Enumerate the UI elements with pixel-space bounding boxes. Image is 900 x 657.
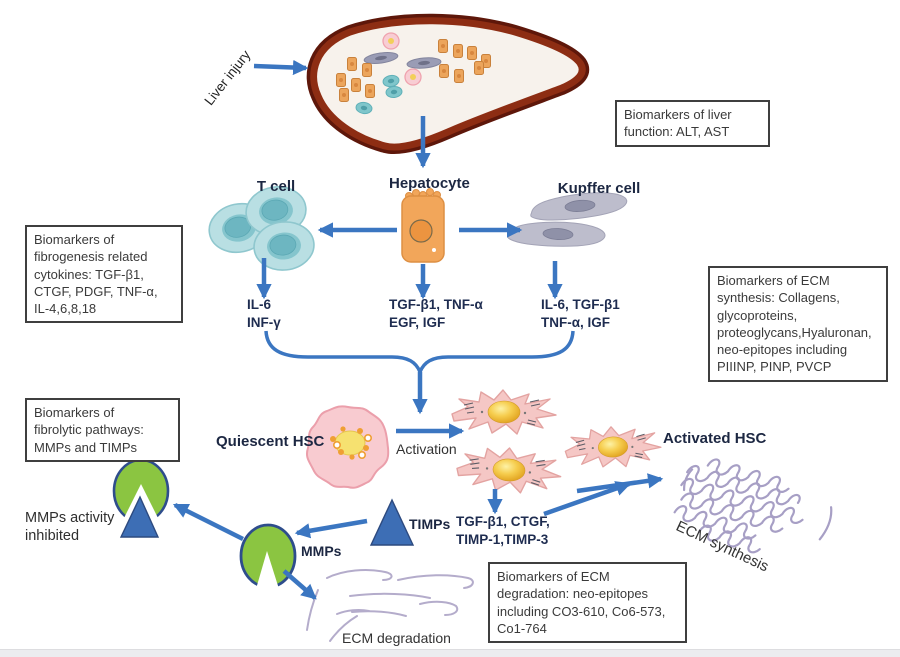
quiescent-hsc-label: Quiescent HSC	[216, 433, 325, 450]
activation-label: Activation	[396, 441, 457, 457]
activated-hsc-label: Activated HSC	[663, 430, 767, 447]
callout-ecm-synthesis: Biomarkers of ECM synthesis: Collagens, …	[708, 266, 888, 382]
arrow-mmp-to-inhibited	[172, 502, 245, 542]
timps-label: TIMPs	[409, 516, 451, 532]
bottom-strip	[0, 649, 900, 657]
callout-fibrogenesis: Biomarkers of fibrogenesis related cytok…	[25, 225, 183, 324]
timp-figure	[369, 498, 415, 546]
ecm-degradation-figure	[306, 569, 474, 642]
hepatocyte-cytokines-label: TGF-β1, TNF-α EGF, IGF	[389, 297, 483, 330]
kupffer-cell-figure	[506, 189, 629, 250]
ecm-degradation-label: ECM degradation	[342, 630, 451, 646]
hepatocyte-figure	[401, 188, 445, 263]
quiescent-hsc-figure	[305, 405, 390, 489]
mmps-label: MMPs	[301, 543, 342, 559]
brace-converge	[264, 330, 575, 377]
arrows	[172, 59, 664, 600]
activated-hsc-figures	[451, 389, 663, 497]
ecm-synthesis-figure	[673, 458, 833, 554]
callout-ecm-degradation: Biomarkers of ECM degradation: neo-epito…	[488, 562, 687, 644]
mmp-figure	[239, 523, 297, 589]
liver-figure	[306, 13, 590, 154]
t-cell-cytokines-label: IL-6 INF-γ	[247, 297, 281, 330]
kupffer-cell-label: Kupffer cell	[557, 180, 641, 197]
hepatocyte-label: Hepatocyte	[389, 175, 470, 192]
callout-fibrolytic: Biomarkers of fibrolytic pathways: MMPs …	[25, 398, 180, 462]
kupffer-cytokines-label: IL-6, TGF-β1 TNF-α, IGF	[541, 297, 620, 330]
arrow-timp-to-mmp	[294, 518, 368, 539]
mmp-inhibited-figure	[112, 458, 170, 538]
t-cell-label: T cell	[256, 178, 296, 195]
arrow-mmp-to-ecm-degradation	[282, 569, 317, 600]
arrow-injury-to-liver	[253, 59, 309, 76]
callout-liver-function: Biomarkers of liver function: ALT, AST	[615, 100, 770, 147]
arrow-to-ecm-lower	[543, 481, 632, 517]
t-cell-figure	[203, 182, 318, 274]
mmps-inhibited-label: MMPs activity inhibited	[25, 510, 115, 544]
hsc-products-label: TGF-β1, CTGF, TIMP-1,TIMP-3	[456, 514, 550, 547]
